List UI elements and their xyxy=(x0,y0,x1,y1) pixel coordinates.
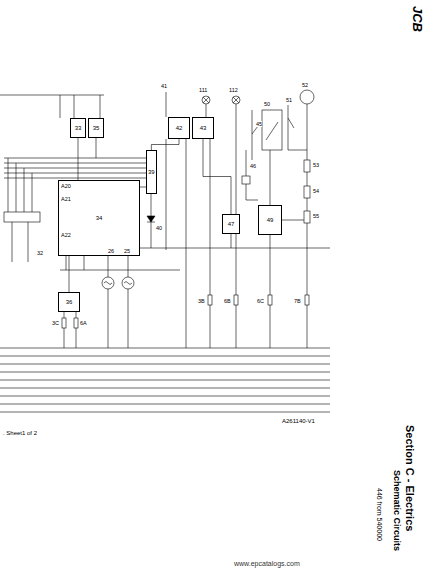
component-box: 35 xyxy=(88,118,104,138)
wiring xyxy=(0,90,330,412)
callout-number: A22 xyxy=(61,232,71,238)
wires xyxy=(0,92,330,348)
callout-number: 446 from 540000 xyxy=(375,488,383,541)
component-box: 33 xyxy=(70,118,86,138)
component-box: 36 xyxy=(58,292,80,312)
switch-symbol xyxy=(252,118,294,140)
callout-number: A21 xyxy=(61,196,71,202)
horn-symbol xyxy=(300,90,314,104)
component-box: 47 xyxy=(222,214,240,234)
component-number: 33 xyxy=(75,125,82,132)
callout-number: www.epcatalogs.com xyxy=(234,560,300,568)
resistor-symbol xyxy=(304,160,310,172)
component-number: 47 xyxy=(228,221,235,228)
callout-number: 52 xyxy=(302,82,308,88)
callout-number: 45 xyxy=(256,121,262,127)
callout-number: 54 xyxy=(313,188,319,194)
wire-connector xyxy=(151,139,179,150)
component-box: 43 xyxy=(192,117,214,139)
fuse-symbol xyxy=(208,295,212,305)
component-number: 42 xyxy=(176,125,183,132)
component-number: 49 xyxy=(267,217,274,224)
callout-number: Schematic Circuits xyxy=(391,470,401,551)
sine-mark xyxy=(104,282,132,285)
callout-number: A20 xyxy=(61,183,71,189)
callout-number: 26 xyxy=(108,248,114,254)
component-number: 39 xyxy=(148,169,155,176)
callout-number: 25 xyxy=(124,248,130,254)
callout-number: 50 xyxy=(264,101,270,107)
relay-coil xyxy=(242,176,250,184)
wire-connector xyxy=(203,139,231,214)
terminal-block xyxy=(4,212,40,222)
fuse-symbol xyxy=(62,318,66,328)
callout-number: 41 xyxy=(161,83,167,89)
lamp-cross xyxy=(203,97,239,103)
callout-number: 112 xyxy=(229,87,238,93)
callout-number: 6B xyxy=(224,298,231,304)
callout-number: 6A xyxy=(80,320,87,326)
fuse-symbol xyxy=(234,295,238,305)
resistor-symbol xyxy=(304,211,310,223)
section-heading: Section C - Electrics xyxy=(404,425,416,531)
callout-number: 53 xyxy=(313,162,319,168)
callout-number: 32 xyxy=(37,250,43,256)
component-box: 34 xyxy=(58,180,140,256)
bus-lines xyxy=(0,348,330,412)
callout-number: 51 xyxy=(286,97,292,103)
callout-number: 6C xyxy=(257,298,264,304)
component-number: 35 xyxy=(93,125,100,132)
callout-number: . Sheet1 of 2 xyxy=(3,430,37,437)
component-number: 43 xyxy=(200,125,207,132)
resistor-symbol xyxy=(304,186,310,198)
callout-number: 3B xyxy=(198,298,205,304)
callout-number: 7B xyxy=(294,298,301,304)
fuse-symbol xyxy=(74,318,78,328)
component-number: 34 xyxy=(96,215,103,222)
callout-number: 46 xyxy=(250,163,256,169)
callout-number: A261140-V1 xyxy=(282,418,315,425)
diode-symbol xyxy=(147,216,155,222)
wire-connector xyxy=(78,138,79,180)
component-box: 49 xyxy=(258,205,282,235)
callout-number: JCB xyxy=(410,6,424,32)
fuse-box xyxy=(262,110,282,150)
fuse-symbol xyxy=(268,295,272,305)
component-box: 39 xyxy=(146,150,157,194)
callout-number: 3C xyxy=(52,320,59,326)
wire-connector xyxy=(69,256,70,292)
callout-number: 55 xyxy=(313,213,319,219)
callout-number: 111 xyxy=(199,87,207,93)
fuse-symbol xyxy=(305,295,309,305)
component-box: 42 xyxy=(168,117,190,139)
callout-number: 40 xyxy=(156,225,162,231)
component-number: 36 xyxy=(66,299,73,306)
